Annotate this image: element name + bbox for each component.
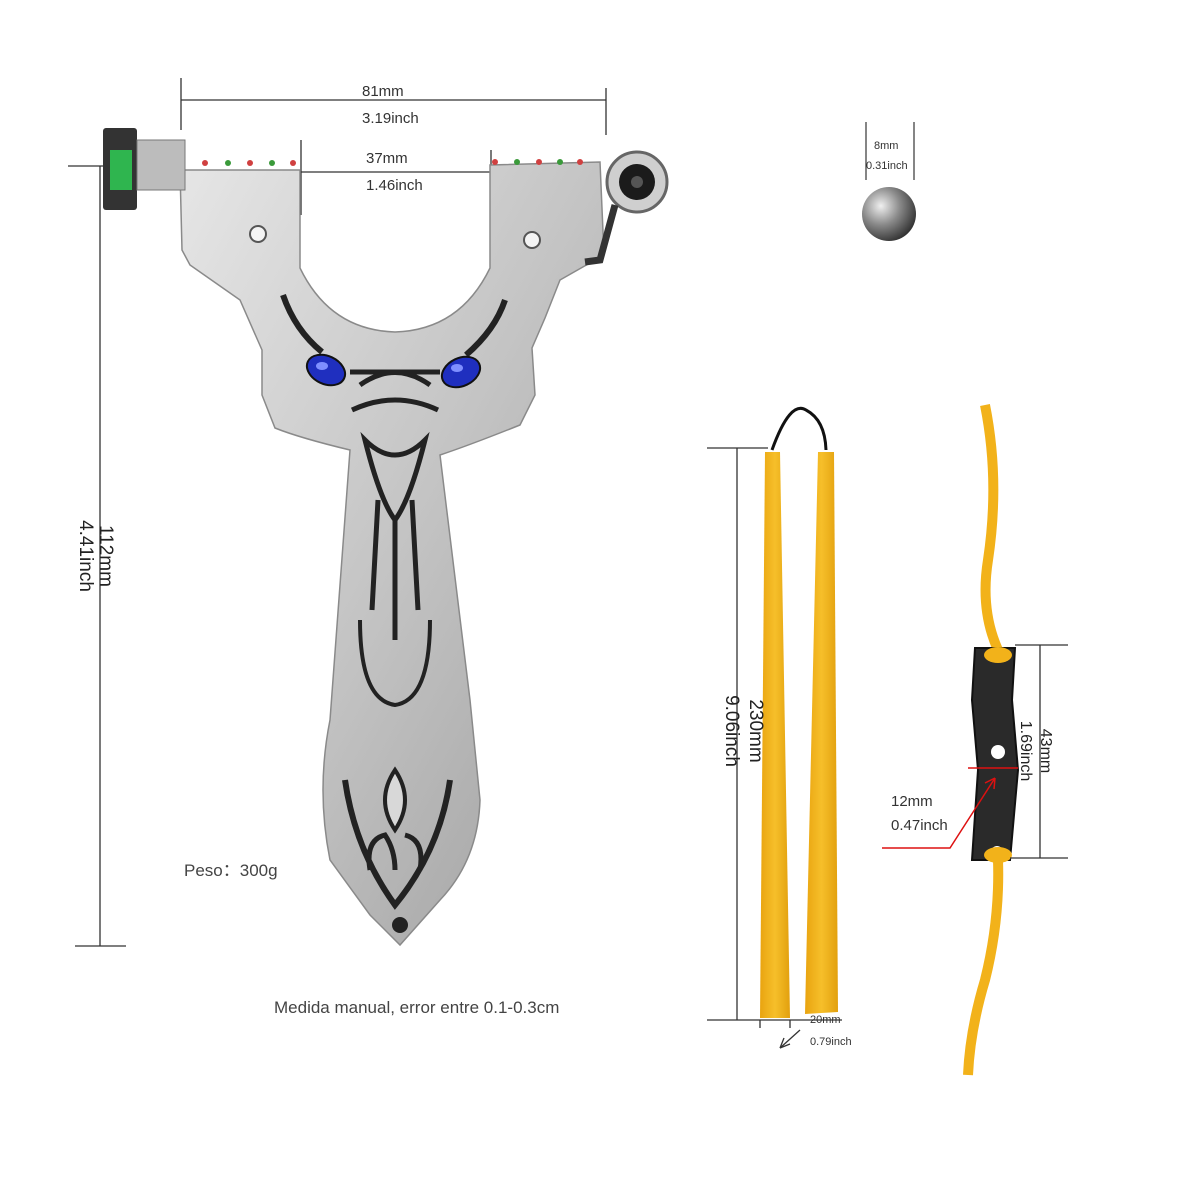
fork-gap-mm-label: 37mm: [366, 150, 408, 167]
steel-ball-icon: [862, 122, 916, 241]
height-inch-label: 4.41inch: [75, 520, 96, 592]
width-inch-label: 3.19inch: [362, 110, 419, 127]
weight-label: Peso：300g: [184, 861, 278, 880]
ball-mm-label: 8mm: [874, 140, 899, 152]
pouch-length-mm-label: 43mm: [1037, 728, 1054, 774]
band-width-dimension-line: [759, 1020, 801, 1049]
scope-icon: [584, 150, 669, 266]
band-width-mm-label: 20mm: [810, 1014, 841, 1026]
rubber-bands: [760, 407, 838, 1018]
fork-dots: [202, 159, 583, 166]
pouch-assembly: [963, 404, 1020, 1076]
slingshot-body: [179, 159, 605, 947]
pouch-length-dimension-line: [1010, 644, 1068, 859]
fork-gap-inch-label: 1.46inch: [366, 177, 423, 194]
level-icon: [103, 128, 186, 210]
band-length-dimension-line: [707, 447, 842, 1021]
pouch-hole-mm-label: 12mm: [891, 793, 933, 810]
measurement-note: Medida manual, error entre 0.1-0.3cm: [274, 998, 560, 1017]
ball-inch-label: 0.31inch: [866, 160, 908, 172]
pouch-length-inch-label: 1.69inch: [1017, 720, 1034, 782]
height-mm-label: 112mm: [95, 525, 116, 587]
width-dimension-line: [180, 78, 607, 135]
band-width-inch-label: 0.79inch: [810, 1036, 852, 1048]
band-length-mm-label: 230mm: [745, 699, 766, 763]
width-mm-label: 81mm: [362, 83, 404, 100]
pouch-hole-inch-label: 0.47inch: [891, 817, 948, 834]
band-length-inch-label: 9.06inch: [721, 695, 742, 767]
pouch-hole-dimension-line: [882, 767, 1018, 849]
